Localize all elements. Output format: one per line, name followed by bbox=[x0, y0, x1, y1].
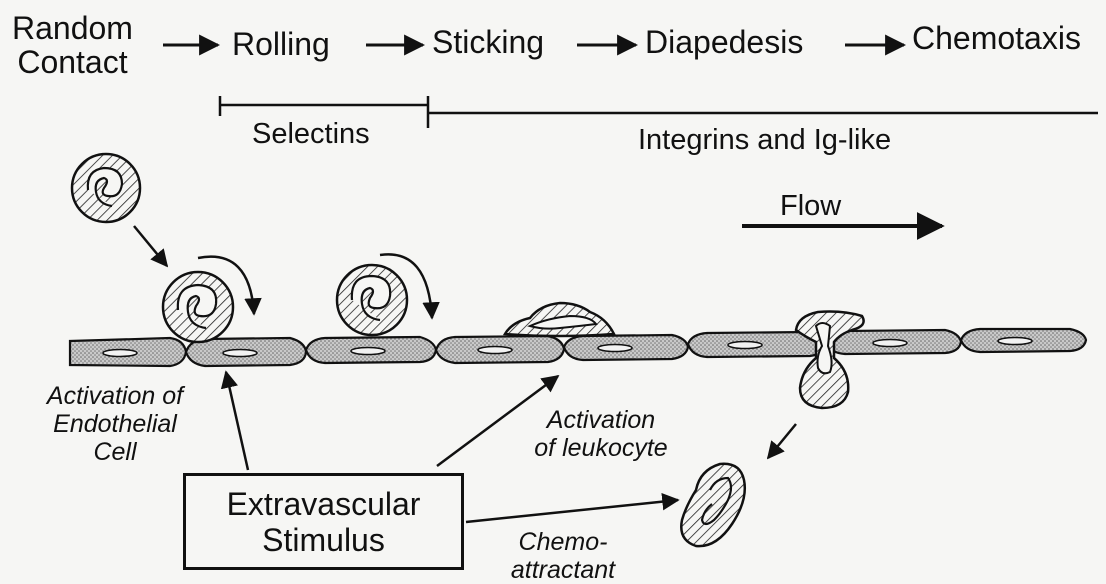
chemoattractant-line2: attractant bbox=[488, 556, 638, 584]
leukocyte-sticking bbox=[505, 303, 614, 336]
selectins-label: Selectins bbox=[252, 120, 370, 149]
arrow-chemoattractant bbox=[466, 500, 678, 522]
stage-rolling: Rolling bbox=[232, 28, 330, 60]
chemoattractant-line1: Chemo- bbox=[488, 528, 638, 556]
leukocyte-free bbox=[72, 154, 140, 222]
leukocyte-activation-line1: Activation bbox=[506, 406, 696, 434]
stage-random-contact-line1: Random bbox=[12, 11, 133, 45]
leukocyte-activation-label: Activation of leukocyte bbox=[506, 406, 696, 462]
leukocyte-diapedesis bbox=[796, 312, 864, 409]
leukocyte-chemotaxis bbox=[681, 464, 745, 546]
endothelial-activation-line2: Endothelial bbox=[20, 410, 210, 438]
leukocyte-contacting bbox=[163, 272, 233, 342]
leukocyte-activation-line2: of leukocyte bbox=[506, 434, 696, 462]
endothelial-activation-label: Activation of Endothelial Cell bbox=[20, 382, 210, 466]
stimulus-line1: Extravascular bbox=[227, 486, 421, 522]
stage-sticking: Sticking bbox=[432, 26, 544, 58]
stage-random-contact: Random Contact bbox=[12, 11, 133, 79]
leukocyte-rolling bbox=[337, 265, 407, 335]
arrow-to-endothelium bbox=[226, 372, 248, 470]
extravascular-stimulus-box: Extravascular Stimulus bbox=[183, 473, 464, 570]
stage-diapedesis: Diapedesis bbox=[645, 26, 803, 58]
stage-chemotaxis: Chemotaxis bbox=[912, 22, 1081, 54]
arrow-approach bbox=[134, 226, 167, 266]
integrins-label: Integrins and Ig-like bbox=[638, 126, 891, 155]
flow-label: Flow bbox=[780, 192, 841, 221]
stage-random-contact-line2: Contact bbox=[12, 45, 133, 79]
endothelial-activation-line3: Cell bbox=[20, 438, 210, 466]
endothelial-activation-line1: Activation of bbox=[20, 382, 210, 410]
arrow-to-chemotaxis-cell bbox=[768, 424, 796, 458]
stimulus-line2: Stimulus bbox=[262, 522, 385, 558]
chemoattractant-label: Chemo- attractant bbox=[488, 528, 638, 584]
